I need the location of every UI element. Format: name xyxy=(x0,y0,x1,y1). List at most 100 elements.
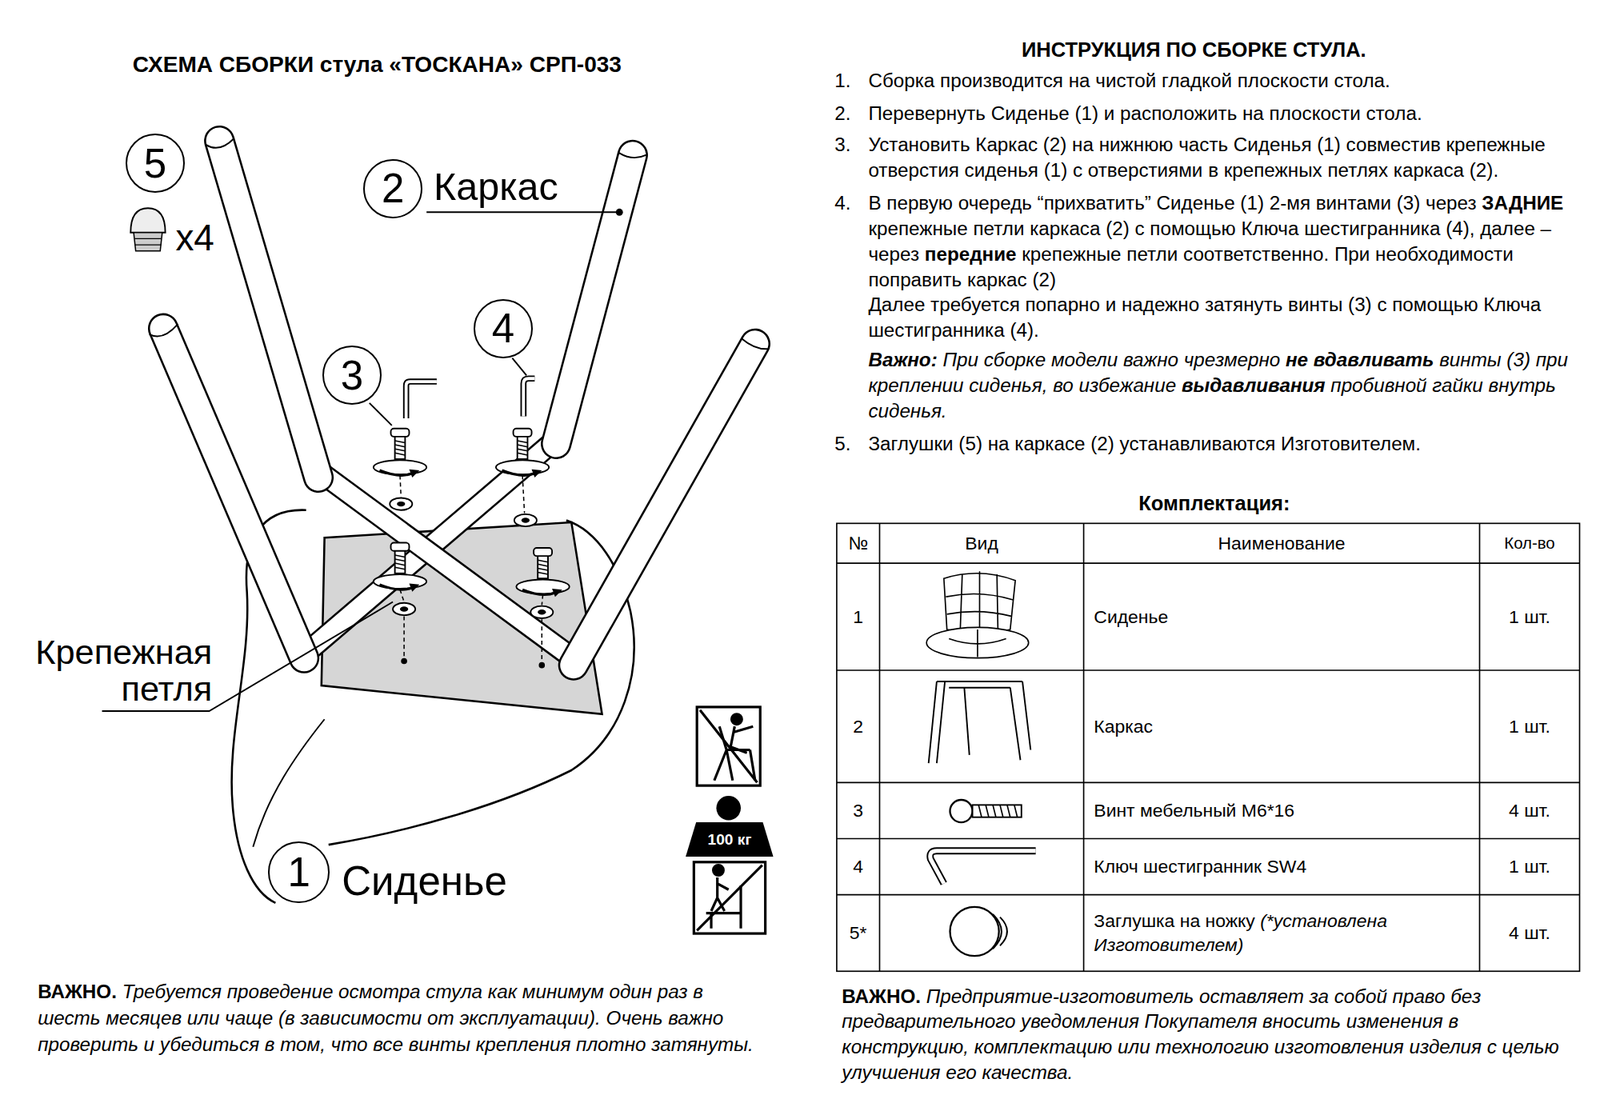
leader-line xyxy=(426,211,616,213)
table-cell-text: 1 шт. xyxy=(1508,854,1551,880)
part-name-block: Сиденье xyxy=(341,860,556,904)
hex-key-fill xyxy=(523,378,535,416)
mount-loop xyxy=(392,603,416,616)
assembly-drawing xyxy=(102,138,1580,972)
table-cell-text: Каркас xyxy=(1093,716,1153,737)
table-cell-text: Кол-во xyxy=(1504,534,1555,552)
loop-hole xyxy=(396,501,405,507)
icon-frame xyxy=(696,707,760,786)
table-cell: Кол-во xyxy=(1479,523,1580,564)
loop-hole xyxy=(521,517,530,523)
parts-table xyxy=(836,523,1580,972)
icon-strike xyxy=(696,865,763,932)
table-cell-text: Наименование xyxy=(1218,532,1346,554)
step-text: Сборка производится на чистой гладкой пл… xyxy=(868,68,1590,94)
step-number: 3. xyxy=(834,132,851,158)
mount-loop xyxy=(514,514,537,527)
table-cell-text: Винт мебельный М6*16 xyxy=(1093,798,1295,824)
cap-dome xyxy=(130,208,165,233)
dashed-line xyxy=(400,589,404,602)
table-cell-text: 4 шт. xyxy=(1508,798,1551,824)
table-cell: 4 шт. xyxy=(1479,895,1580,972)
table-cell-text: 2 xyxy=(852,716,864,737)
screw xyxy=(373,543,427,592)
note-block: ВАЖНО. Предприятие-изготовитель оставляе… xyxy=(841,984,1587,1087)
title-block: СХЕМА СБОРКИ стула «ТОСКАНА» СРП-033 xyxy=(132,51,786,78)
table-heading-block: Комплектация: xyxy=(908,491,1520,516)
screw xyxy=(496,428,549,478)
seat-hole xyxy=(400,658,408,665)
callout-number: 4 xyxy=(492,308,515,349)
table-cell: Сиденье xyxy=(1084,563,1480,671)
table-cell-text: 1 xyxy=(852,604,864,630)
step-text: Перевернуть Сиденье (1) и расположить на… xyxy=(868,100,1590,127)
loop-hole xyxy=(537,609,546,615)
callout-circle: 2 xyxy=(363,159,423,219)
screw-picture-shaft xyxy=(972,804,1022,817)
table-cell-text: Вид xyxy=(964,532,999,554)
table-cell: 1 шт. xyxy=(1479,670,1580,783)
dashed-line xyxy=(403,616,405,657)
icon-head xyxy=(732,714,743,725)
quantity-label: x4 xyxy=(175,216,214,259)
step-text: Установить Каркас (2) на нижнюю часть Си… xyxy=(868,133,1545,181)
mount-loop xyxy=(389,497,412,510)
icon-frame xyxy=(693,862,765,934)
step-text: не вдавливать xyxy=(1285,348,1434,371)
table-cell-text: 1 xyxy=(852,606,864,628)
step-text: Заглушки (5) на каркасе (2) устанавливаю… xyxy=(868,432,1421,455)
leg xyxy=(556,155,633,444)
part-name: Крепежная петля xyxy=(35,632,212,708)
table-cell-text: 1 шт. xyxy=(1508,714,1551,740)
part-name: Сиденье xyxy=(341,858,508,904)
table-cell: 4 xyxy=(836,838,880,895)
callout-number: 3 xyxy=(340,355,364,396)
dashed-line xyxy=(541,619,544,661)
step-text: Далее требуется попарно и надежно затяну… xyxy=(868,292,1590,344)
step-text: В первую очередь “прихватить” Сиденье (1… xyxy=(868,190,1590,293)
leg-fill xyxy=(163,328,304,659)
step-text: передние xyxy=(924,243,1017,265)
chair-quilting xyxy=(945,571,1013,634)
table-cell-text: Ключ шестигранник SW4 xyxy=(1093,856,1307,877)
note: Требуется проведение осмотра стула как м… xyxy=(37,980,754,1055)
quantity-label-block: x4 xyxy=(175,218,237,257)
step-text: ЗАДНИЕ xyxy=(1481,192,1564,214)
step-text: Сборка производится на чистой гладкой пл… xyxy=(868,69,1390,92)
table-cell: Заглушка на ножку (*установлена Изготови… xyxy=(1084,895,1480,972)
hex-key-fill xyxy=(406,381,437,419)
table-cell-text: 1 шт. xyxy=(1508,606,1551,628)
table-cell: 1 шт. xyxy=(1479,563,1580,671)
leg-fill xyxy=(573,344,756,666)
key-picture xyxy=(930,851,1036,884)
table-pictures xyxy=(926,571,1036,956)
leg-fill xyxy=(556,155,633,444)
table-cell-text: 5* xyxy=(849,920,868,946)
table-cell-text: Вид xyxy=(964,531,999,556)
seat-crease xyxy=(252,719,324,847)
weight-text: 100 кг xyxy=(708,831,752,849)
step-text: В первую очередь “прихватить” Сиденье (1… xyxy=(868,192,1476,214)
mount-loop xyxy=(530,606,553,619)
leg xyxy=(573,344,756,666)
icon-strike xyxy=(700,710,757,784)
seat-hole xyxy=(538,662,545,669)
leg-fill xyxy=(219,140,319,478)
table-cell-text: 4 xyxy=(852,856,864,877)
table-cell-text: 3 xyxy=(852,800,864,821)
note: ВАЖНО. xyxy=(841,985,921,1008)
step-number: 5. xyxy=(834,431,851,457)
table-cell-text: Заглушка на ножку xyxy=(1093,910,1255,932)
table-cell: 1 xyxy=(836,563,880,671)
screw-picture-thread xyxy=(978,804,1017,817)
table-cell: 3 xyxy=(836,782,880,839)
table-cell-text: 3 xyxy=(852,798,864,824)
frame-bar xyxy=(316,469,580,664)
callout-circle: 5 xyxy=(125,133,185,193)
note: ВАЖНО. xyxy=(37,980,117,1003)
step-number: 4. xyxy=(834,190,851,216)
callout-number: 2 xyxy=(381,168,404,209)
table-cell: Каркас xyxy=(1084,670,1480,783)
table-cell-text: Наименование xyxy=(1218,531,1346,556)
leader-dot xyxy=(616,208,624,216)
